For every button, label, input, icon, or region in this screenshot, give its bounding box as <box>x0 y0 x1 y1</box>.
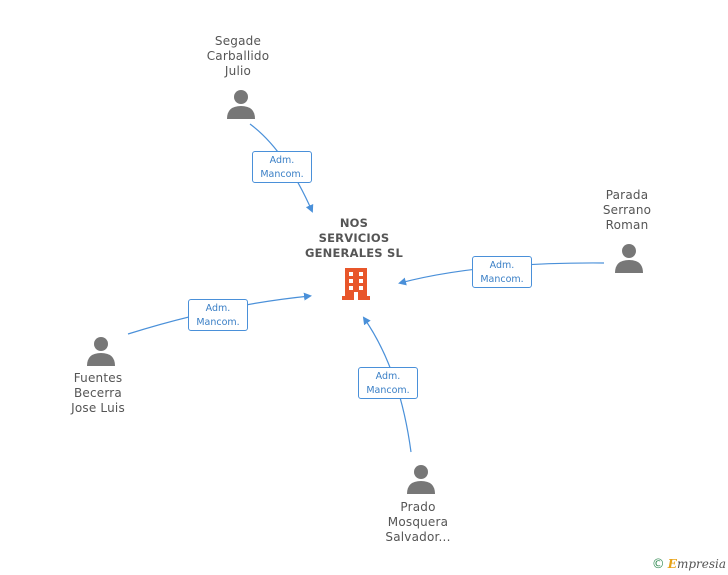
person-icon[interactable] <box>614 243 644 273</box>
person-icon[interactable] <box>406 464 436 494</box>
person-name-fuentes: Fuentes Becerra Jose Luis <box>71 371 125 415</box>
person-icon[interactable] <box>226 89 256 119</box>
copyright-icon: © <box>651 557 665 572</box>
relation-badge-fuentes[interactable]: Adm. Mancom. <box>188 299 248 331</box>
person-name-segade: Segade Carballido Julio <box>206 34 270 78</box>
person-name-prado: Prado Mosquera Salvador... <box>385 500 451 544</box>
relation-badge-prado[interactable]: Adm. Mancom. <box>358 367 418 399</box>
relation-badge-segade[interactable]: Adm. Mancom. <box>252 151 312 183</box>
brand-logo: Empresia <box>667 557 726 571</box>
company-name: NOS SERVICIOS GENERALES SL <box>304 216 403 260</box>
building-icon[interactable] <box>341 266 371 300</box>
person-name-parada: Parada Serrano Roman <box>602 188 652 232</box>
brand-footer[interactable]: ©Empresia <box>652 557 726 572</box>
relation-badge-parada[interactable]: Adm. Mancom. <box>472 256 532 288</box>
person-icon[interactable] <box>86 336 116 366</box>
